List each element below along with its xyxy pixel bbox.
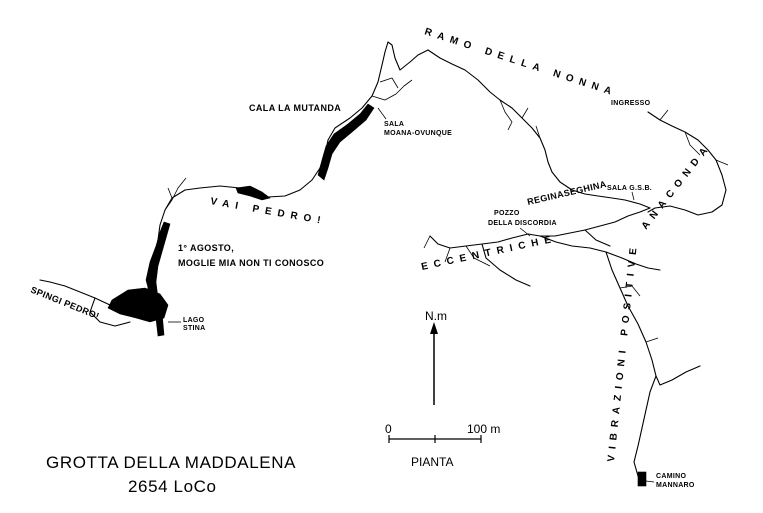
passage-ingresso-branches	[659, 109, 729, 166]
passage-east-network	[539, 229, 661, 271]
branch-spingi-pedro: SPINGI PEDRO!	[29, 285, 101, 322]
plan-label: PIANTA	[411, 455, 453, 469]
branch-vai-pedro: VAI PEDRO!	[209, 196, 327, 227]
scale-end-label: 100 m	[467, 422, 500, 436]
passage-eccentriche	[429, 233, 531, 287]
branch-labels: RAMO DELLA NONNA VAI PEDRO! SPINGI PEDRO…	[29, 26, 714, 462]
passage-eccentriche-side	[423, 235, 491, 267]
lago-stina-tail	[154, 309, 165, 337]
passage-vibrazioni-positive	[605, 251, 701, 485]
label-ingresso: INGRESSO	[611, 100, 651, 107]
leader-lines	[168, 107, 655, 483]
north-arrow-head	[430, 322, 438, 334]
passage-small-upper	[164, 177, 187, 211]
branch-ramo-della-nonna-a: RAMO DELLA NONNA	[423, 26, 618, 99]
passage-vai-pedro	[147, 41, 429, 331]
label-pozzo-2: DELLA DISCORDIA	[488, 220, 557, 227]
scale-start-label: 0	[385, 422, 392, 436]
passage-mutanda-solid	[317, 103, 375, 181]
passage-reginaseghina	[527, 207, 651, 237]
label-sala-gsb: SALA G.S.B.	[607, 185, 652, 192]
map-title: GROTTA DELLA MADDALENA	[46, 453, 296, 472]
leader-sala-gsb	[631, 191, 635, 201]
label-camino-2: MANNARO	[656, 482, 695, 489]
map-subtitle: 2654 LoCo	[128, 477, 217, 496]
label-lago-1: LAGO	[183, 317, 205, 324]
leader-pozzo	[519, 227, 531, 237]
cave-passages	[39, 41, 729, 487]
label-lago-2: STINA	[183, 325, 206, 332]
label-pozzo-1: POZZO	[494, 210, 520, 217]
label-reginaseghina: REGINASEGHINA	[526, 179, 607, 207]
passage-mutanda-side	[371, 77, 413, 101]
label-sala-moana-1: SALA	[384, 121, 404, 128]
north-arrow: N.m	[425, 309, 447, 405]
camino-mannaro-shaft	[637, 471, 647, 487]
north-label: N.m	[425, 309, 447, 323]
passage-vai-pedro-mid	[235, 185, 271, 201]
passage-spingi-pedro	[39, 279, 131, 327]
branch-vibrazioni-positive: VIBRAZIONI POSITIVE	[606, 242, 640, 463]
label-camino-1: CAMINO	[656, 473, 686, 480]
passage-nonna-side	[499, 99, 541, 139]
leader-sala-moana	[377, 107, 387, 120]
map-title-block: GROTTA DELLA MADDALENA 2654 LoCo	[46, 453, 296, 496]
label-cala-la-mutanda: CALA LA MUTANDA	[249, 103, 341, 113]
label-agosto-2: MOGLIE MIA NON TI CONOSCO	[178, 258, 324, 268]
lago-stina-chamber	[107, 287, 169, 323]
passage-ramo-della-nonna	[427, 49, 651, 209]
passage-vibrazioni-side	[619, 285, 659, 343]
branch-eccentriche: ECCENTRICHE	[420, 233, 558, 273]
label-agosto-1: 1° AGOSTO,	[178, 243, 234, 253]
passage-vai-pedro-solid	[145, 221, 171, 299]
scale-bar: 0 100 m PIANTA	[385, 422, 500, 469]
label-sala-moana-2: MOANA-OVUNQUE	[384, 130, 452, 137]
passage-anaconda	[647, 111, 727, 216]
leader-camino-mannaro	[645, 480, 655, 483]
